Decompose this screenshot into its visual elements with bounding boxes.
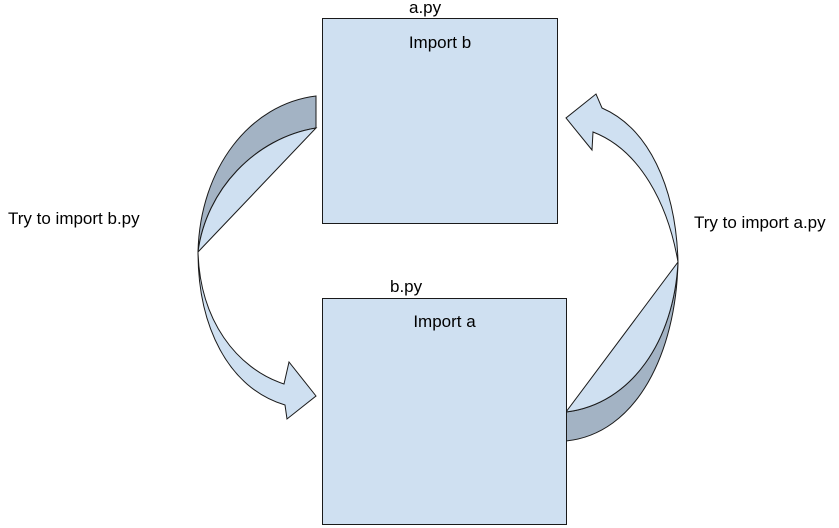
arrow-a-to-b-light-part [197,127,318,420]
module-b-box: Import a [322,298,567,525]
arrow-b-to-a [564,93,679,442]
module-b-statement: Import a [413,312,476,331]
arrow-right-label: Try to import a.py [694,213,826,232]
module-a-statement: Import b [408,33,472,52]
module-a-filename: a.py [409,0,442,17]
arrow-left-label: Try to import b.py [8,209,140,228]
module-b-filename: b.py [390,277,423,296]
arrow-a-to-b [197,95,318,420]
module-a-box: Import b [322,18,558,224]
arrow-b-to-a-light-part [564,93,679,413]
